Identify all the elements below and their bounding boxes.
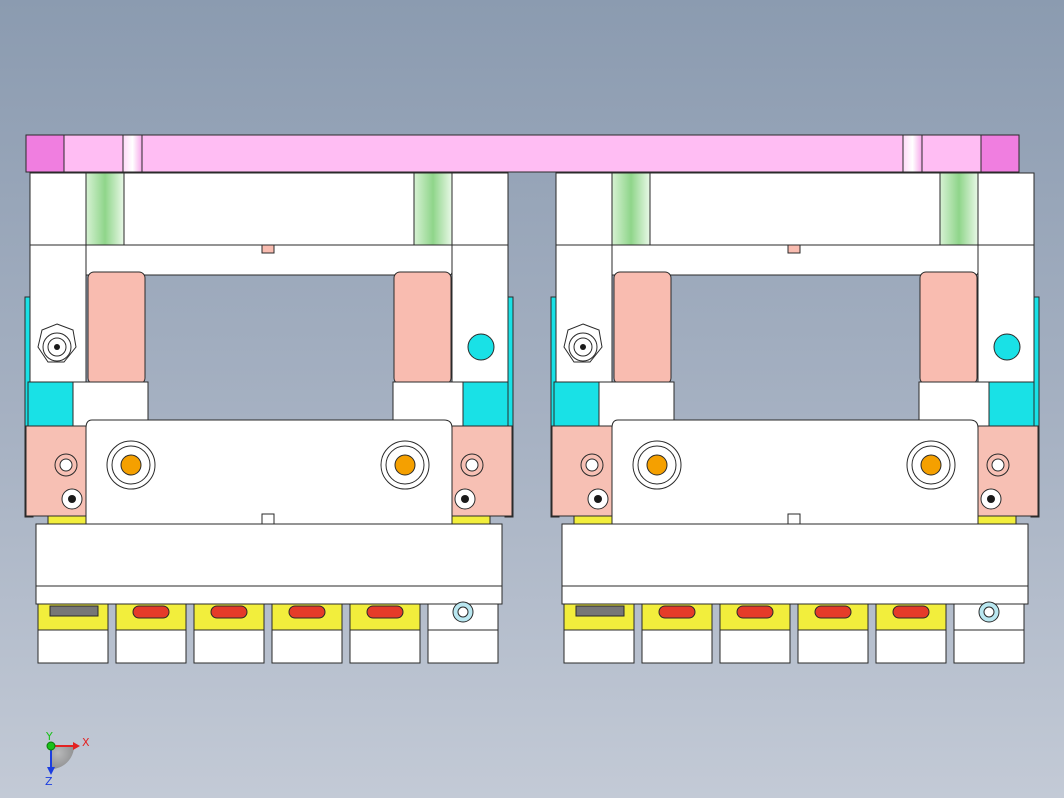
- yellow-tab-left: [47, 515, 87, 525]
- triad-shadow: [51, 746, 74, 769]
- z-axis-label: Z: [45, 775, 53, 788]
- green-rod-right: [413, 172, 453, 246]
- cyan-block-left: [27, 381, 74, 427]
- slide-block-left: [87, 271, 146, 385]
- latch-right: [392, 381, 464, 427]
- dowel-left: [106, 440, 156, 490]
- right-post: [451, 244, 509, 383]
- right-module[interactable]: [550, 172, 1040, 664]
- orientation-triad[interactable]: X Y Z: [45, 730, 90, 788]
- x-axis-label: X: [82, 736, 90, 749]
- slider-notch-top: [261, 244, 275, 254]
- cyan-pin: [467, 333, 495, 361]
- top-bar-slot-left: [122, 134, 143, 173]
- hex-nut: [37, 323, 77, 363]
- slide-block-right: [393, 271, 452, 385]
- green-rod-left: [85, 172, 125, 246]
- top-bar-right-end: [980, 134, 1020, 173]
- pad-row: [37, 601, 499, 631]
- top-bar-slot-right: [902, 134, 923, 173]
- top-bar-left-end: [25, 134, 65, 173]
- top-bar[interactable]: [25, 134, 1020, 173]
- cyan-block-right: [462, 381, 509, 427]
- y-axis-dot: [46, 741, 56, 751]
- yellow-tab-right: [451, 515, 491, 525]
- dowel-right: [380, 440, 430, 490]
- y-axis-label: Y: [45, 730, 53, 743]
- left-post: [29, 244, 87, 383]
- left-module[interactable]: [24, 172, 514, 664]
- top-bar-body: [25, 134, 1020, 173]
- base-block: [35, 523, 503, 605]
- latch-left: [72, 381, 149, 427]
- feet-row: [37, 629, 499, 664]
